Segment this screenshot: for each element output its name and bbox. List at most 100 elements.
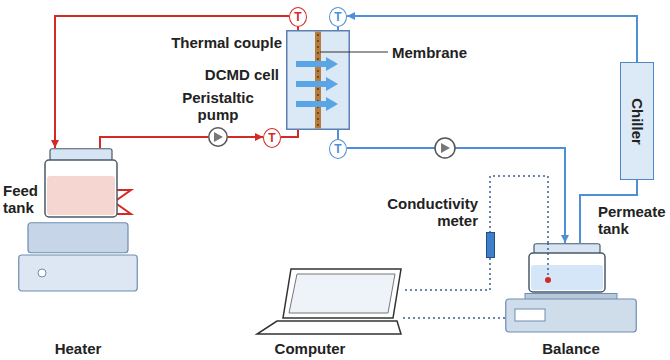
part-label: Feed tank [3,182,41,216]
pipe [55,16,289,148]
pipe-line [228,133,263,141]
thermocouple: T [329,7,347,27]
pipe-line [347,148,569,243]
feed-tank-outline [44,148,118,218]
conductivity-probe: Conductivity meter [486,232,495,258]
permeate-tank-outline [528,243,606,293]
dcmd-cell: DCMD cell [286,30,350,130]
pipe-line [298,27,299,30]
sensor-letter: T [334,143,341,155]
heater-plate: Heater [18,222,138,292]
feed-tank: Feed tank [44,148,118,218]
pipe-line [281,130,298,137]
chiller-label: Chiller [629,98,646,145]
heater-plate-outline [18,222,138,292]
arrow-head [347,12,355,20]
part-label: Balance [505,340,637,357]
laptop-display [289,274,395,313]
annotation-label: Membrane [392,44,482,61]
part-label: Conductivity meter [386,195,478,229]
pipe [347,16,637,62]
part-label: Peristaltic pump [178,89,258,123]
membrane-pore [317,52,319,54]
conductivity-probe-outline [486,232,495,258]
membrane-pore [317,124,319,126]
membrane-pore [317,88,319,90]
part-label: Computer [255,340,365,357]
balance-body [506,299,637,332]
pipe [100,137,208,148]
membrane-pore [317,112,319,114]
arrow-head [51,140,59,148]
vapor-arrow [296,77,338,91]
pump-symbol: Peristaltic pump [208,127,228,147]
laptop-symbol: Computer [255,268,403,336]
pipe [337,27,339,30]
pipe-line [338,27,339,30]
pump-rotor [441,143,450,153]
pump-symbol-outline [208,127,228,147]
membrane-strip [315,32,321,129]
pipe-line [347,12,637,62]
laptop-keyboard [257,321,401,334]
membrane-pore [317,58,319,60]
signal-wire [490,176,548,243]
feed-liquid [47,176,115,215]
balance-scale-outline [505,293,637,333]
probe-wire [547,243,549,277]
pipe [297,27,299,30]
membrane-pore [317,76,319,78]
laptop-screen [283,269,401,318]
pipe-line [100,137,208,148]
annotation-label: Thermal couple [150,34,282,51]
probe-body [487,233,495,258]
laptop-symbol-outline [255,268,403,336]
tank-lid [50,149,112,161]
arrow-head [255,133,263,141]
membrane-pore [317,34,319,36]
signal-wire [403,258,490,290]
pipe-line [51,16,289,148]
membrane-pore [317,46,319,48]
probe-tip [545,277,551,283]
part-label: Permeate tank [598,203,668,237]
membrane-pore [317,40,319,42]
pipe [337,130,339,139]
pump-body [209,128,228,147]
permeate-tank: Permeate tank [528,243,606,293]
balance-scale: Balance [505,293,637,333]
pipe-line [338,130,339,139]
heater-base [19,255,138,291]
leader-line [320,52,350,53]
sensor-letter: T [294,11,301,23]
signal-line [490,176,548,243]
arrow-head [561,235,569,243]
pump-symbol [435,138,455,158]
chiller-box: Chiller [620,62,654,180]
heater-top [28,223,128,253]
cell-body [287,31,350,130]
dcmd-cell-outline [286,30,350,130]
membrane-pore [317,70,319,72]
membrane-pore [317,118,319,120]
pipe [281,130,298,137]
pump-rotor [214,132,223,142]
signal-line [403,258,490,290]
tank-body [529,253,605,292]
leader-line [350,52,388,53]
part-label: Heater [18,340,138,357]
signal-wire [403,317,505,319]
vapor-arrow [296,57,338,71]
pipe [347,148,565,243]
thermocouple: T [329,139,347,159]
heater-knob [38,269,46,277]
sensor-letter: T [334,11,341,23]
signal-line [403,318,505,319]
balance-display [515,309,545,321]
thermocouple: T [263,128,281,148]
vapor-arrow [296,97,338,111]
permeate-liquid [531,265,603,290]
tank-body [45,160,117,217]
sensor-letter: T [268,132,275,144]
